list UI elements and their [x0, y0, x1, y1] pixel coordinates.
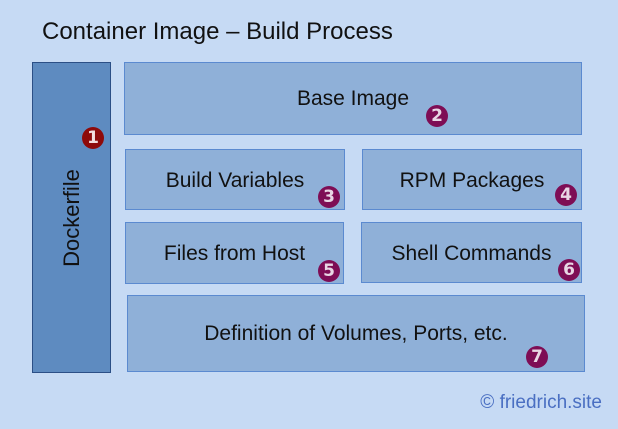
build-variables-label: Build Variables	[165, 169, 305, 192]
dockerfile-block: Dockerfile	[32, 62, 111, 373]
shell-commands-label: Shell Commands	[391, 242, 552, 265]
dockerfile-label: Dockerfile	[58, 168, 84, 267]
volumes-ports-label: Definition of Volumes, Ports, etc.	[204, 322, 508, 345]
build-variables-block: Build Variables	[125, 149, 345, 210]
badge-6: 6	[558, 259, 580, 281]
files-from-host-label: Files from Host	[163, 242, 306, 265]
badge-3: 3	[318, 186, 340, 208]
copyright-text: © friedrich.site	[480, 392, 602, 413]
rpm-packages-block: RPM Packages	[362, 149, 582, 210]
badge-7: 7	[526, 346, 548, 368]
shell-commands-block: Shell Commands	[361, 222, 582, 283]
base-image-label: Base Image	[296, 87, 410, 110]
badge-2: 2	[426, 105, 448, 127]
diagram-title: Container Image – Build Process	[42, 18, 393, 45]
badge-5: 5	[318, 260, 340, 282]
files-from-host-block: Files from Host	[125, 222, 344, 284]
badge-4: 4	[555, 184, 577, 206]
base-image-block: Base Image	[124, 62, 582, 135]
badge-1: 1	[82, 127, 104, 149]
rpm-packages-label: RPM Packages	[399, 169, 545, 192]
volumes-ports-block: Definition of Volumes, Ports, etc.	[127, 295, 585, 372]
